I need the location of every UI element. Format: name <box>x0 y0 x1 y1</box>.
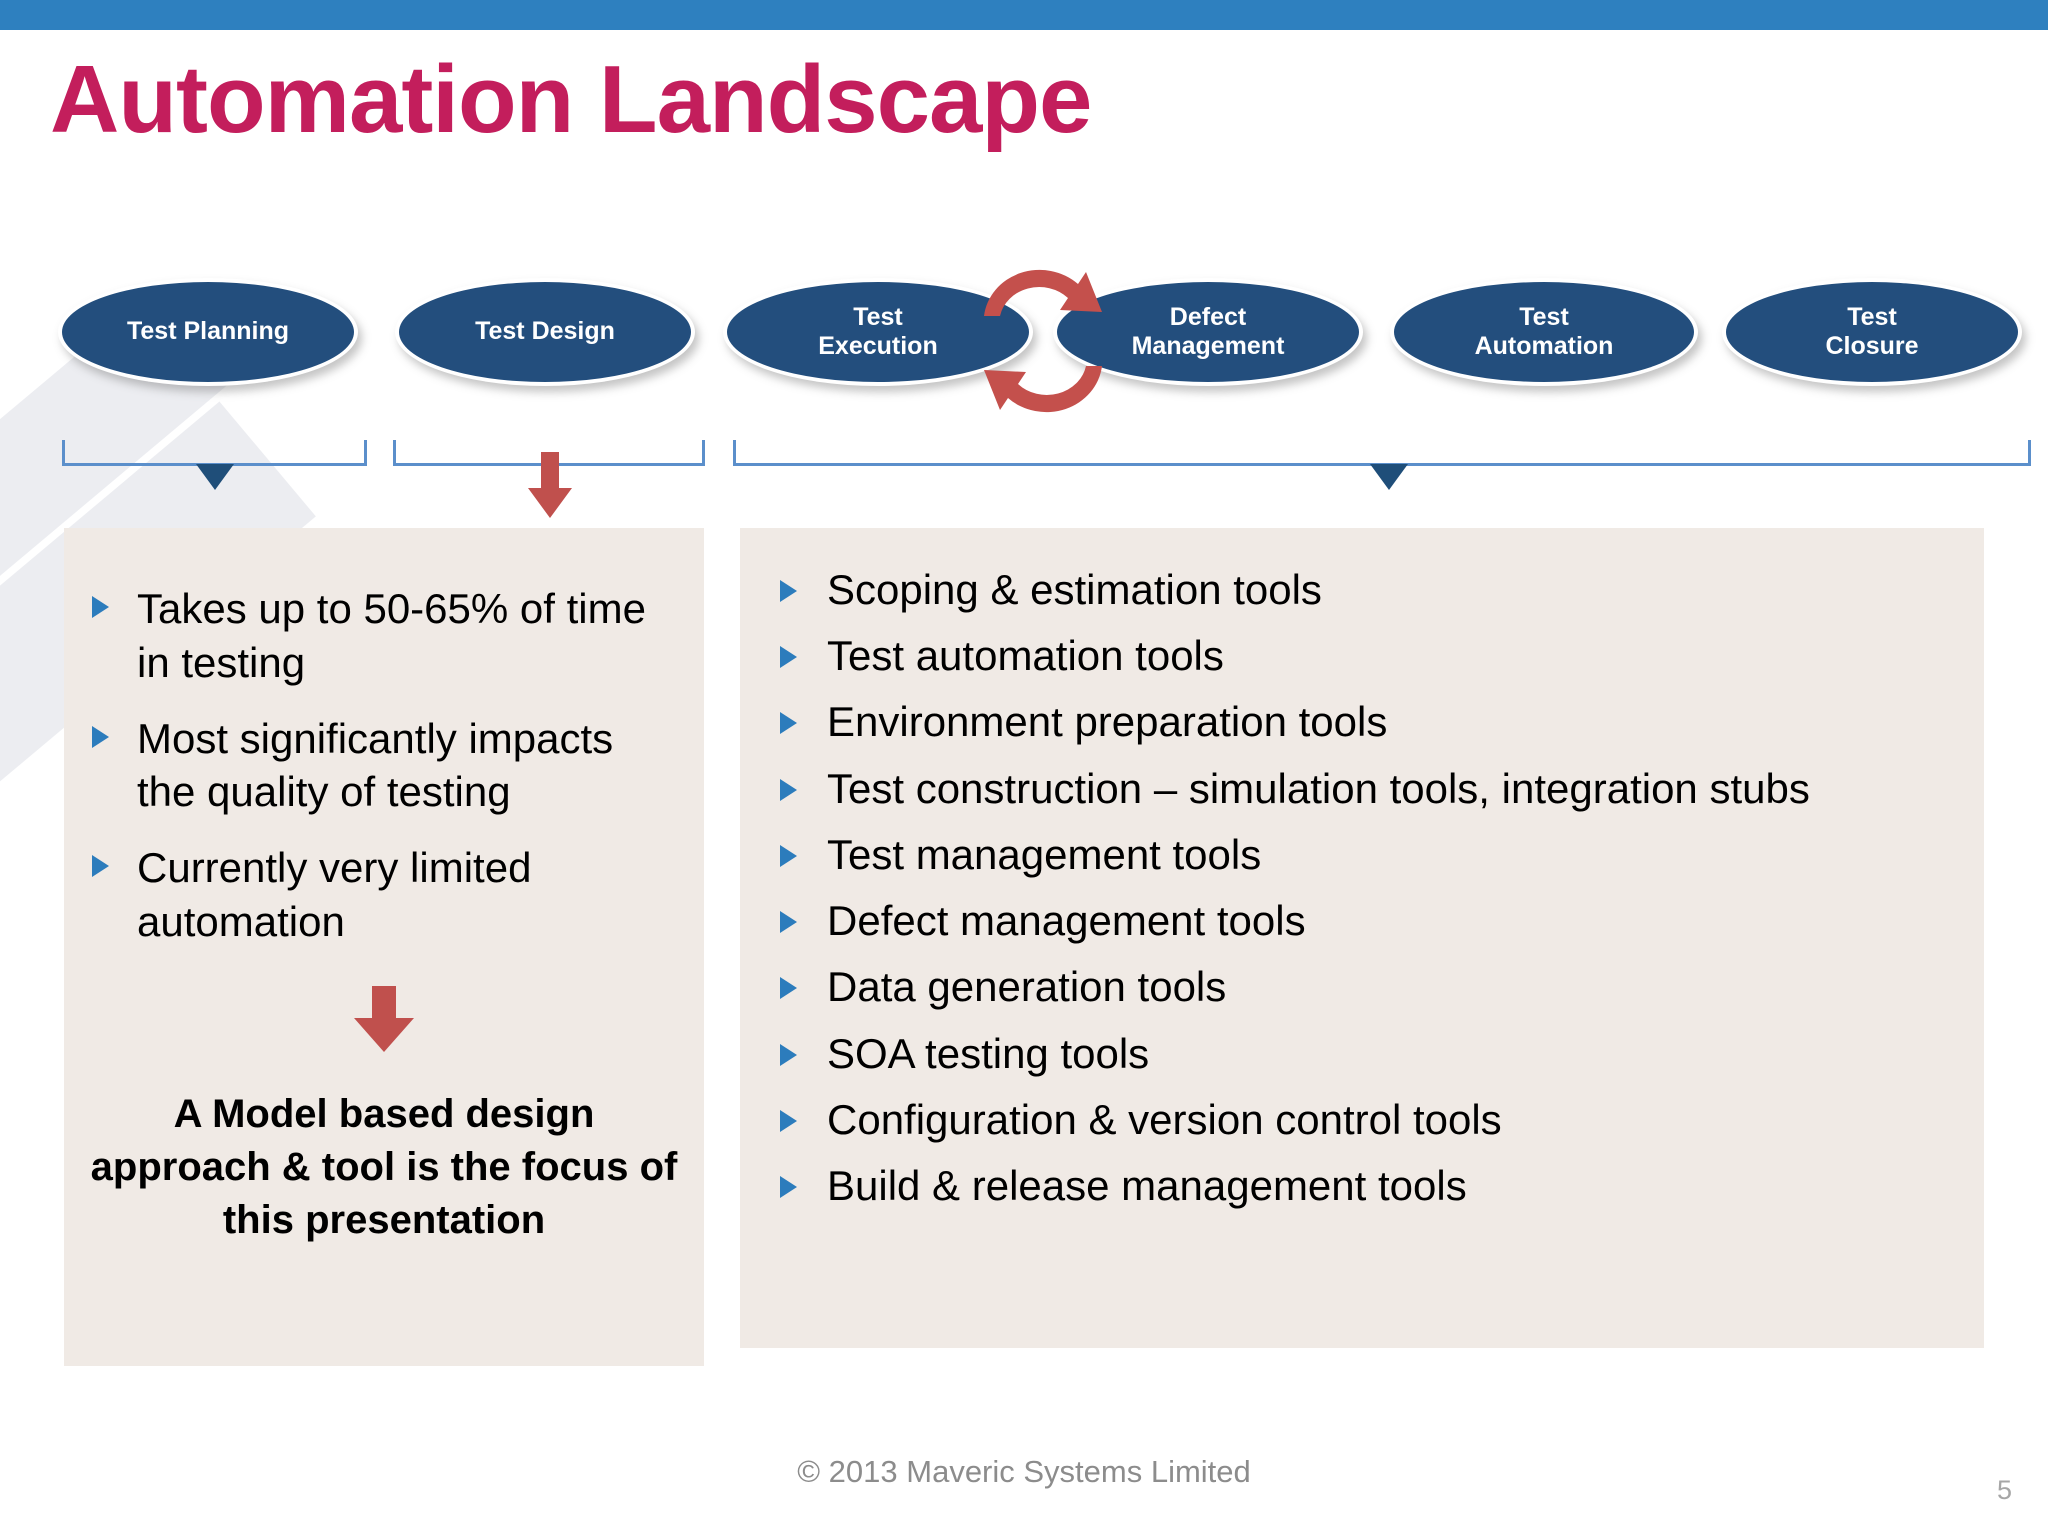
list-item: Build & release management tools <box>780 1160 1964 1211</box>
triangle-bullet-icon <box>780 1176 797 1199</box>
triangle-bullet-icon <box>92 725 109 748</box>
list-item: SOA testing tools <box>780 1028 1964 1079</box>
phase-ellipse-test-automation[interactable]: Test Automation <box>1390 278 1698 386</box>
process-phase-row: Test Planning Test Design Test Execution… <box>0 278 2048 406</box>
list-item-text: Test automation tools <box>827 632 1224 680</box>
triangle-bullet-icon <box>780 1109 797 1132</box>
triangle-bullet-icon <box>780 712 797 735</box>
conclusion-arrow-wrapper <box>64 986 704 1052</box>
phase-label-line2: Management <box>1131 332 1285 360</box>
list-item: Test management tools <box>780 829 1964 880</box>
red-down-arrow-conclusion-icon <box>354 986 414 1052</box>
list-item: Data generation tools <box>780 961 1964 1012</box>
phase-label-line1: Test Design <box>475 317 615 346</box>
triangle-bullet-icon <box>780 911 797 934</box>
list-item: Takes up to 50-65% of time in testing <box>92 582 682 690</box>
triangle-bullet-icon <box>780 778 797 801</box>
phase-label-line1: Test Planning <box>126 317 290 346</box>
list-item-text: Defect management tools <box>827 897 1306 945</box>
phase-ellipse-test-design[interactable]: Test Design <box>395 278 695 386</box>
bracket-pointer-test-planning <box>196 464 234 490</box>
list-item: Currently very limited automation <box>92 841 682 949</box>
list-item: Configuration & version control tools <box>780 1094 1964 1145</box>
triangle-bullet-icon <box>780 977 797 1000</box>
list-item: Most significantly impacts the quality o… <box>92 712 682 820</box>
triangle-bullet-icon <box>780 1043 797 1066</box>
list-item-text: Test construction – simulation tools, in… <box>827 764 1810 812</box>
triangle-bullet-icon <box>780 646 797 669</box>
triangle-bullet-icon <box>780 844 797 867</box>
triangle-bullet-icon <box>92 855 109 877</box>
red-down-arrow-test-design <box>528 452 572 518</box>
list-item-text: Build & release management tools <box>827 1162 1467 1210</box>
right-content-panel: Scoping & estimation tools Test automati… <box>740 528 1984 1348</box>
phase-label-line2: Closure <box>1825 332 1919 360</box>
bracket-test-planning <box>62 440 367 466</box>
list-item-text: Data generation tools <box>827 963 1227 1011</box>
left-panel-conclusion-text: A Model based design approach & tool is … <box>90 1092 678 1242</box>
list-item-text: Scoping & estimation tools <box>827 566 1322 613</box>
list-item: Environment preparation tools <box>780 696 1964 747</box>
list-item-text: Environment preparation tools <box>827 698 1388 746</box>
top-accent-bar <box>0 0 2048 30</box>
page-number: 5 <box>1996 1475 2012 1505</box>
triangle-bullet-icon <box>780 580 797 602</box>
phase-ellipse-test-execution[interactable]: Test Execution <box>723 278 1033 386</box>
bracket-execution-to-closure <box>733 440 2031 466</box>
triangle-bullet-icon <box>92 596 109 618</box>
footer-copyright: © 2013 Maveric Systems Limited <box>797 1454 1251 1489</box>
phase-ellipse-test-planning[interactable]: Test Planning <box>58 278 358 386</box>
list-item: Scoping & estimation tools <box>780 564 1964 615</box>
left-bullet-list: Takes up to 50-65% of time in testing Mo… <box>64 528 704 949</box>
phase-label-line1: Test <box>1519 302 1569 331</box>
left-content-panel: Takes up to 50-65% of time in testing Mo… <box>64 528 704 1366</box>
phase-label-line1: Test <box>1847 302 1897 331</box>
phase-ellipse-test-closure[interactable]: Test Closure <box>1722 278 2022 386</box>
bracket-pointer-execution-to-closure <box>1370 464 1408 490</box>
list-item: Defect management tools <box>780 895 1964 946</box>
page-title: Automation Landscape <box>50 46 1092 153</box>
list-item-text: Configuration & version control tools <box>827 1095 1502 1143</box>
phase-ellipse-defect-management[interactable]: Defect Management <box>1053 278 1363 386</box>
list-item-text: Currently very limited automation <box>137 844 532 945</box>
list-item-text: Takes up to 50-65% of time in testing <box>137 585 646 686</box>
list-item: Test construction – simulation tools, in… <box>780 763 1964 814</box>
list-item-text: Most significantly impacts the quality o… <box>137 714 614 816</box>
list-item-text: Test management tools <box>827 830 1262 878</box>
phase-label-line2: Automation <box>1474 332 1614 360</box>
phase-label-line1: Defect <box>1169 302 1247 331</box>
phase-label-line1: Test <box>853 302 903 331</box>
list-item-text: SOA testing tools <box>827 1029 1150 1077</box>
right-bullet-list: Scoping & estimation tools Test automati… <box>740 528 1984 1211</box>
phase-label-line2: Execution <box>818 332 938 360</box>
list-item: Test automation tools <box>780 630 1964 681</box>
